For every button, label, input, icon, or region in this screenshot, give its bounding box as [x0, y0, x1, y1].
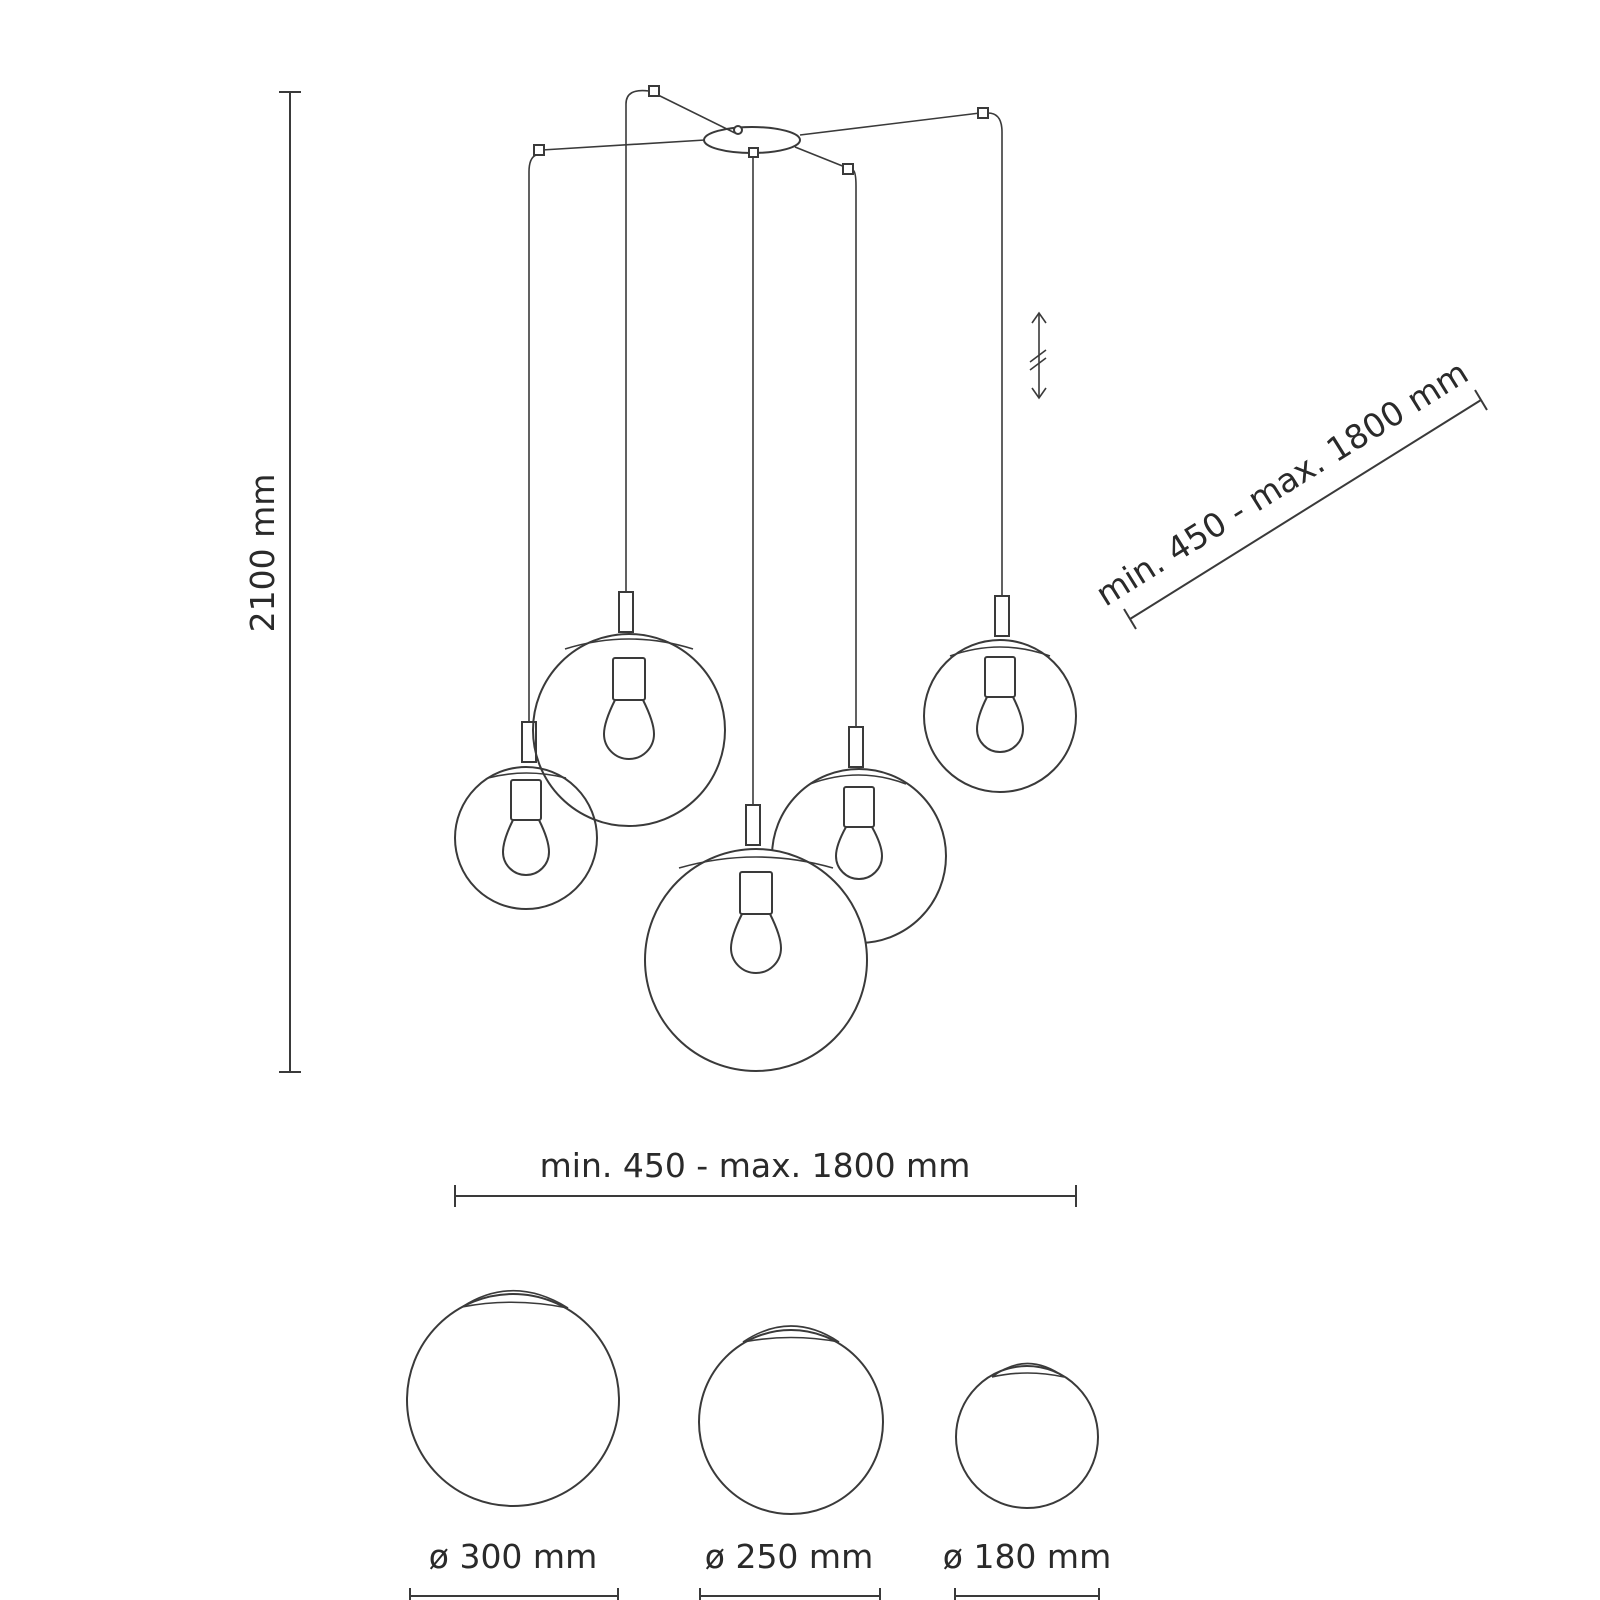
shade-180: ø 180 mm: [943, 1362, 1111, 1600]
diagonal-dimension-label: min. 450 - max. 1800 mm: [1089, 353, 1475, 614]
height-dimension-label: 2100 mm: [243, 474, 282, 633]
adjustable-icon-break-2: [1029, 357, 1047, 371]
pendant-cables: [528, 89, 1003, 805]
diagonal-dimension: min. 450 - max. 1800 mm: [1089, 353, 1488, 630]
pendant-3-globe: [644, 848, 868, 1072]
shade-300-label: ø 300 mm: [429, 1537, 597, 1576]
pendant-1-socket: [510, 779, 542, 821]
diagonal-dimension-tick-start: [1123, 608, 1137, 630]
pendant-1-cap-edge: [487, 772, 567, 779]
pendant-5-globe: [923, 639, 1077, 793]
pendant-5-bulb: [975, 696, 1025, 753]
pendant-2-cap-edge: [564, 638, 694, 650]
cable-4: [852, 169, 857, 727]
arm-to-hook-4: [794, 146, 846, 168]
shade-300-globe: [406, 1293, 620, 1507]
shade-250-cap-top: [742, 1325, 840, 1343]
pendant-5: [923, 595, 1077, 793]
pendant-1-bulb: [501, 819, 551, 876]
pendant-4-bulb: [834, 826, 884, 880]
shade-180-globe: [955, 1365, 1099, 1509]
shade-250-label: ø 250 mm: [705, 1537, 873, 1576]
cable-1: [528, 154, 537, 722]
pendant-5-stem: [994, 595, 1010, 637]
hook-4: [842, 163, 854, 175]
pendant-3-cap-edge: [678, 856, 834, 869]
shade-300-cap-top: [461, 1290, 569, 1309]
adjustable-icon-arrow-down: [1031, 387, 1047, 400]
pendant-1: [454, 721, 598, 910]
width-dimension: min. 450 - max. 1800 mm: [454, 1146, 1077, 1207]
pendant-3-stem: [745, 804, 761, 846]
arm-to-hook-2: [655, 93, 736, 134]
shade-legend: ø 300 mm ø 250 mm ø 180 mm: [406, 1290, 1111, 1600]
pendant-2-socket: [612, 657, 646, 701]
diagonal-dimension-tick-end: [1474, 389, 1488, 411]
shade-250-cap-edge: [742, 1336, 840, 1343]
pendant-2-globe: [532, 633, 726, 827]
cable-2: [625, 89, 650, 592]
arm-to-hook-5: [799, 112, 981, 136]
shade-250-globe: [698, 1329, 884, 1515]
pendant-2: [532, 591, 726, 827]
shade-300-cap-edge: [461, 1301, 569, 1309]
height-dimension: 2100 mm: [243, 91, 301, 1073]
width-dimension-label: min. 450 - max. 1800 mm: [540, 1146, 971, 1185]
pendant-5-socket: [984, 656, 1016, 698]
shade-180-cap-edge: [991, 1372, 1065, 1378]
diagonal-dimension-line: [1129, 399, 1482, 620]
hook-center: [748, 147, 759, 158]
shade-180-label: ø 180 mm: [943, 1537, 1111, 1576]
shade-300: ø 300 mm: [406, 1290, 620, 1600]
arm-to-hook-1: [541, 139, 706, 151]
hook-2: [648, 85, 660, 97]
adjustable-icon-break-1: [1029, 349, 1047, 363]
cable-5: [987, 112, 1003, 596]
hook-1: [533, 144, 545, 156]
pendant-3: [644, 804, 868, 1072]
canopy-screw: [733, 125, 743, 135]
adjustable-icon-arrow-up: [1031, 311, 1047, 324]
shade-180-cap-top: [991, 1362, 1065, 1378]
pendant-4-stem: [848, 726, 864, 768]
pendant-4-cap-edge: [809, 774, 907, 785]
pendant-3-socket: [739, 871, 773, 915]
pendant-5-cap-edge: [949, 646, 1051, 657]
hook-5: [977, 107, 989, 119]
pendant-1-globe: [454, 766, 598, 910]
adjustable-cable-icon: [1029, 311, 1047, 400]
shade-250: ø 250 mm: [698, 1325, 884, 1600]
pendant-3-bulb: [729, 913, 783, 974]
pendant-2-bulb: [602, 699, 656, 760]
pendant-2-stem: [618, 591, 634, 633]
pendant-4-socket: [843, 786, 875, 828]
